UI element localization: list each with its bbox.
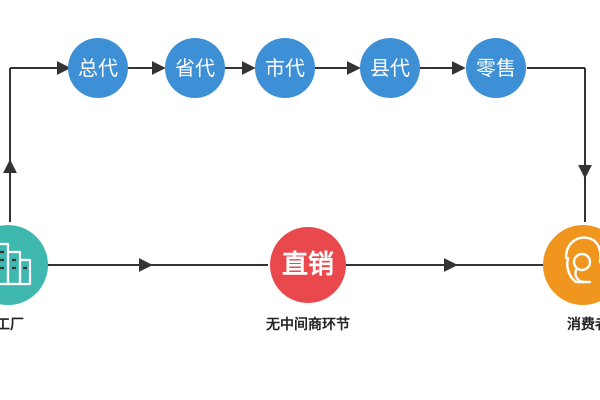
building-icon [0,242,32,286]
chain-node-zongdai: 总代 [68,38,128,98]
factory-caption: 工厂 [0,317,24,333]
chain-node-label: 县代 [370,56,410,80]
chain-node-label: 总代 [78,56,118,80]
direct-node: 直销 无中间商环节 [265,227,350,333]
chain-node-label: 市代 [265,56,305,80]
chain-node-label: 零售 [476,56,516,80]
chain-node-shengdai: 省代 [165,38,225,98]
chain-node-shidai: 市代 [255,38,315,98]
factory-node: 工厂 [0,225,48,333]
consumer-caption: 消费者 [567,316,600,333]
chain-node-lingshou: 零售 [466,38,526,98]
direct-caption: 无中间商环节 [265,316,350,333]
top-path [2,61,592,222]
consumer-node: 消费者 [543,225,600,333]
chain-node-label: 省代 [175,56,215,80]
direct-label: 直销 [282,250,334,280]
chain-node-xiandai: 县代 [360,38,420,98]
person-icon [564,236,600,284]
